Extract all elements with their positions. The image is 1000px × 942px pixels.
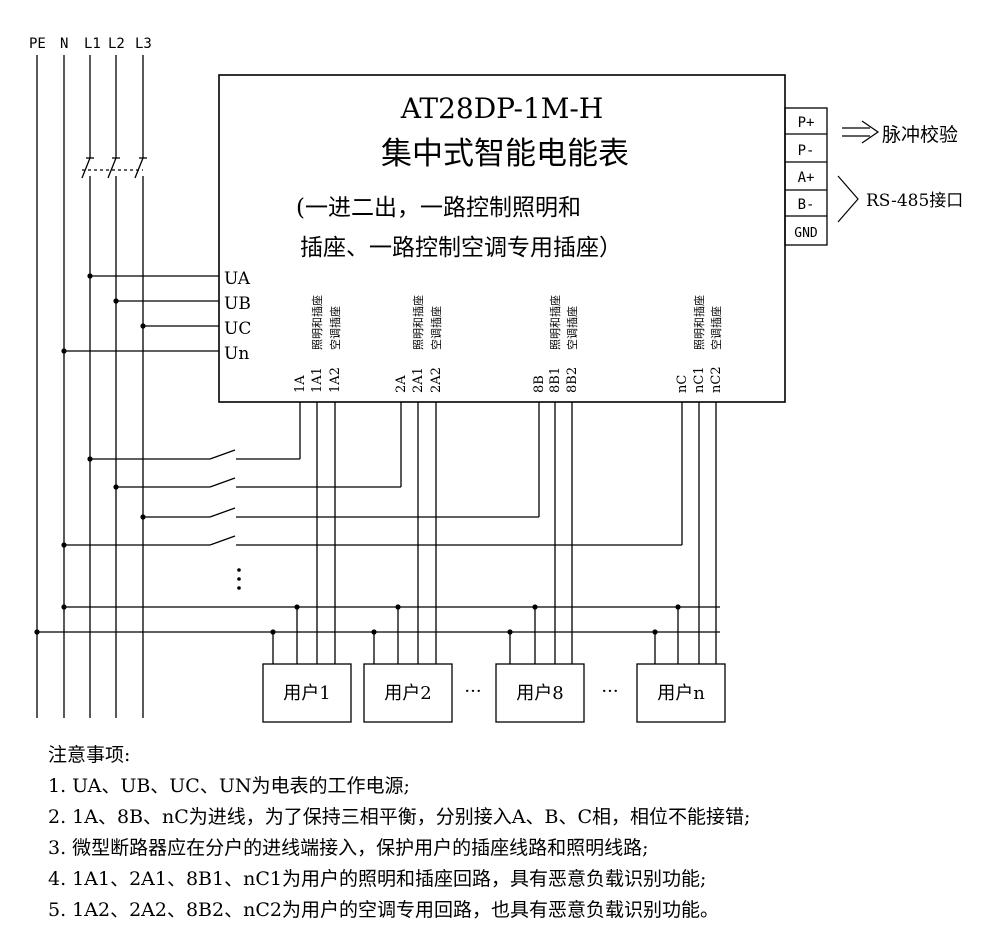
branch-breaker-blade xyxy=(209,477,236,488)
label-2a1-lighting: 照明和插座 xyxy=(411,295,425,350)
bus-label-l3: L3 xyxy=(135,36,152,52)
user-label-1: 用户1 xyxy=(283,683,330,704)
terminal-1a2: 1A2 xyxy=(328,367,343,393)
junction-dot xyxy=(140,514,146,520)
wires xyxy=(36,55,720,718)
label-nc2-aircon: 空调插座 xyxy=(709,306,723,350)
note-item-2: 2. 1A、8B、nC为进线，为了保持三相平衡，分别接入A、B、C相，相位不能接… xyxy=(48,806,751,828)
junction-dot xyxy=(270,629,276,635)
user-box-8 xyxy=(495,663,585,723)
user-box-1 xyxy=(262,663,352,723)
label-2a2-aircon: 空调插座 xyxy=(429,306,443,350)
terminal-p-minus: P- xyxy=(798,143,815,159)
junction-dot xyxy=(61,542,67,548)
terminal-8b: 8B xyxy=(532,375,547,393)
pulse-arrow-icon xyxy=(842,120,880,144)
label-nc1-lighting: 照明和插座 xyxy=(692,295,706,350)
main-breaker-blade xyxy=(81,157,91,179)
junction-dot xyxy=(675,604,681,610)
main-breaker-blade xyxy=(107,157,117,179)
notes-title: 注意事项: xyxy=(48,744,131,766)
user-ellipsis-1: ··· xyxy=(464,681,481,702)
terminal-un: Un xyxy=(224,344,249,364)
junction-dot xyxy=(34,629,40,635)
junction-dot xyxy=(113,298,119,304)
terminal-nc2: nC2 xyxy=(709,366,724,393)
user-box-2 xyxy=(363,663,453,723)
label-8b2-aircon: 空调插座 xyxy=(565,306,579,350)
junction-dot xyxy=(652,629,658,635)
branch-breaker-blade xyxy=(209,507,236,518)
terminal-8b1: 8B1 xyxy=(548,367,563,393)
user-ellipsis-2: ··· xyxy=(601,681,618,702)
main-breaker-blade xyxy=(134,157,144,179)
user-label-n: 用户n xyxy=(657,683,705,704)
label-1a1-lighting: 照明和插座 xyxy=(310,295,324,350)
terminal-nc1: nC1 xyxy=(692,366,707,393)
user-box-n xyxy=(636,663,726,723)
junction-dot xyxy=(87,456,93,462)
branch-breaker-blade xyxy=(209,449,236,460)
junction-dot xyxy=(61,348,67,354)
terminal-nc: nC xyxy=(675,375,690,393)
terminal-8b2: 8B2 xyxy=(565,367,580,393)
terminal-1a1: 1A1 xyxy=(310,367,325,393)
terminal-1a: 1A xyxy=(293,375,308,393)
terminal-gnd: GND xyxy=(794,226,818,241)
pulse-label: 脉冲校验 xyxy=(882,124,958,146)
bus-label-l2: L2 xyxy=(108,36,125,52)
terminal-2a: 2A xyxy=(394,375,409,393)
terminal-b-minus: B- xyxy=(798,197,815,213)
meter-name: 集中式智能电能表 xyxy=(381,136,629,172)
junction-dot xyxy=(140,323,146,329)
junction-dots xyxy=(34,273,681,635)
bus-label-l1: L1 xyxy=(84,36,101,52)
bus-label-pe: PE xyxy=(29,36,46,52)
note-item-1: 1. UA、UB、UC、UN为电表的工作电源; xyxy=(48,775,410,797)
label-1a2-aircon: 空调插座 xyxy=(328,306,342,350)
terminal-ua: UA xyxy=(224,269,251,289)
branch-breaker-blade xyxy=(209,535,236,546)
user-label-2: 用户2 xyxy=(384,683,431,704)
bus-label-n: N xyxy=(60,36,68,52)
terminal-a-plus: A+ xyxy=(798,170,815,186)
junction-dot xyxy=(87,273,93,279)
notes-section: 注意事项: 1. UA、UB、UC、UN为电表的工作电源; 2. 1A、8B、n… xyxy=(48,740,988,926)
junction-dot xyxy=(532,604,538,610)
more-breakers-dots-icon xyxy=(237,568,241,590)
user-label-8: 用户8 xyxy=(516,683,563,704)
wiring-diagram: PE N L1 L2 L3 AT28DP-1M-H 集中式智能电能表 (一进二出… xyxy=(29,36,963,723)
rs485-label: RS-485接口 xyxy=(866,191,963,211)
junction-dot xyxy=(294,604,300,610)
meter-model: AT28DP-1M-H xyxy=(400,92,604,125)
meter-desc-line2: 插座、一路控制空调专用插座） xyxy=(300,235,622,261)
junction-dot xyxy=(61,604,67,610)
meter-desc-line1: (一进二出，一路控制照明和 xyxy=(296,195,581,221)
terminal-ub: UB xyxy=(224,294,251,314)
rs485-bracket-icon xyxy=(837,175,859,223)
note-item-5: 5. 1A2、2A2、8B2、nC2为用户的空调专用回路，也具有恶意负载识别功能… xyxy=(48,899,719,921)
note-item-4: 4. 1A1、2A1、8B1、nC1为用户的照明和插座回路，具有恶意负载识别功能… xyxy=(48,868,707,890)
side-terminal-block xyxy=(784,107,828,246)
terminal-2a2: 2A2 xyxy=(429,367,444,393)
terminal-2a1: 2A1 xyxy=(411,367,426,393)
note-item-3: 3. 微型断路器应在分户的进线端接入，保护用户的插座线路和照明线路; xyxy=(48,837,649,859)
label-8b1-lighting: 照明和插座 xyxy=(548,295,562,350)
junction-dot xyxy=(395,604,401,610)
junction-dot xyxy=(113,484,119,490)
terminal-uc: UC xyxy=(224,319,251,339)
junction-dot xyxy=(371,629,377,635)
junction-dot xyxy=(507,629,513,635)
terminal-p-plus: P+ xyxy=(798,115,815,131)
